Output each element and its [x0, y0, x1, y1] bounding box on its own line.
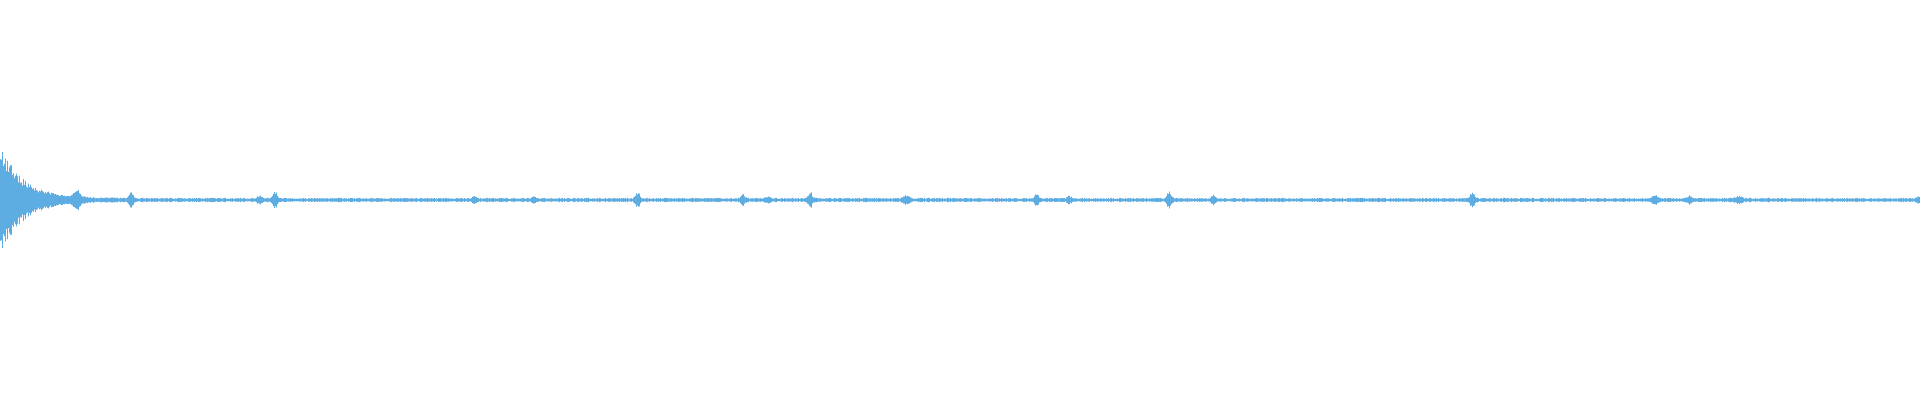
waveform-trace — [0, 151, 1920, 249]
